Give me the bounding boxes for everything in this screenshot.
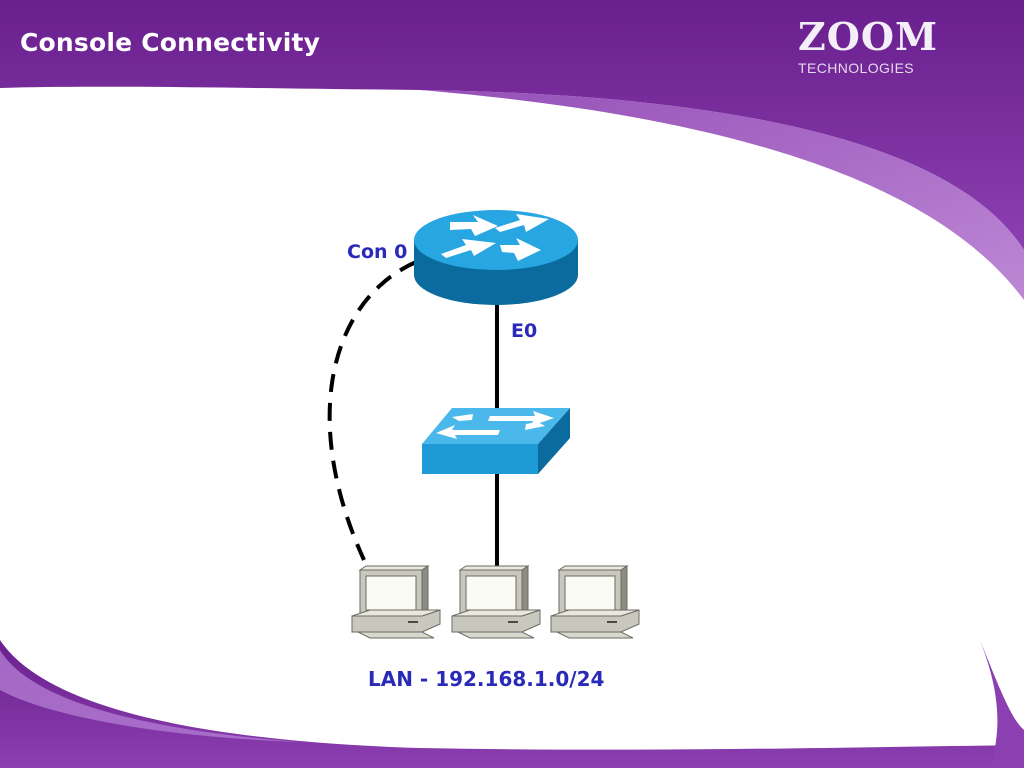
zoom-logo-tagline: TECHNOLOGIES xyxy=(798,60,915,76)
workstation-icon-1 xyxy=(351,565,441,639)
top-banner xyxy=(0,0,1024,250)
bottom-wave xyxy=(0,640,1024,768)
ethernet-port-label: E0 xyxy=(511,320,538,342)
lan-subnet-label: LAN - 192.168.1.0/24 xyxy=(368,667,605,691)
console-cable-dashed xyxy=(327,260,417,561)
router-icon xyxy=(414,210,578,305)
workstation-icon-2 xyxy=(451,565,541,639)
zoom-logo: ZOOM xyxy=(798,14,939,59)
console-port-label: Con 0 xyxy=(347,241,408,263)
workstation-icon-3 xyxy=(550,565,640,639)
switch-icon xyxy=(422,408,570,474)
top-swoosh xyxy=(420,90,1024,300)
slide-title: Console Connectivity xyxy=(20,28,321,57)
